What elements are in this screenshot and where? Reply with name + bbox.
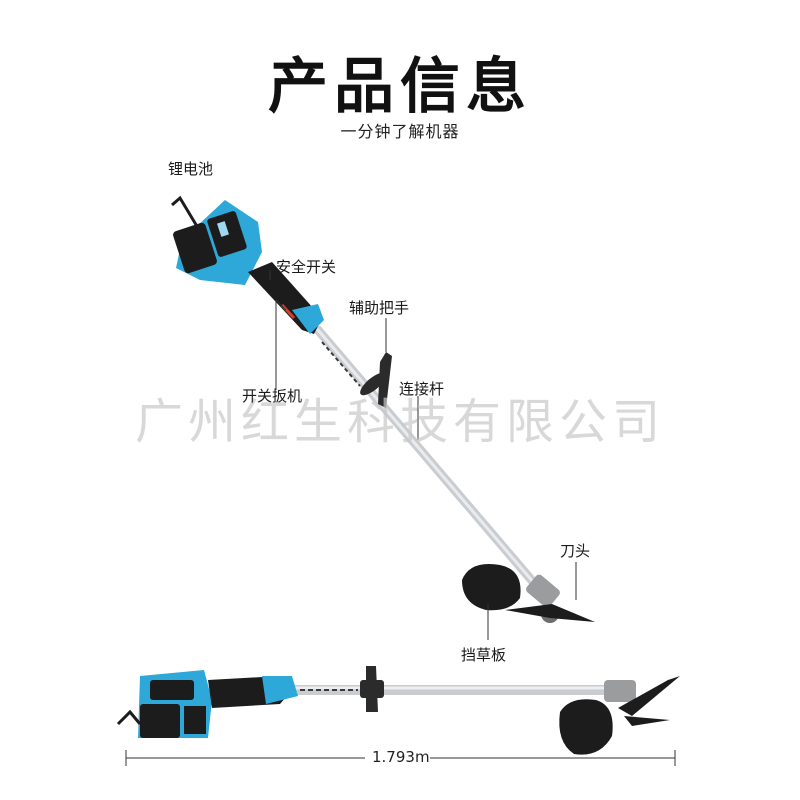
battery-pack-shape [171, 195, 262, 285]
label-cutter-head: 刀头 [560, 542, 591, 560]
company-watermark: 广州红生科技有限公司 [134, 394, 665, 450]
label-connecting-rod: 连接杆 [399, 380, 445, 398]
label-aux-handle: 辅助把手 [349, 299, 410, 317]
horizontal-battery-shape [116, 670, 212, 738]
page-subtitle: 一分钟了解机器 [340, 122, 460, 141]
horizontal-cutter-head-shape [559, 676, 680, 755]
label-trigger: 开关扳机 [242, 387, 303, 405]
page-title: 产品信息 [268, 52, 532, 122]
label-battery: 锂电池 [168, 160, 214, 178]
label-safety-switch: 安全开关 [276, 258, 337, 276]
handle-shape [248, 262, 324, 334]
label-grass-guard: 挡草板 [461, 646, 507, 664]
cutter-head-shape [462, 564, 595, 623]
horizontal-aux-handle-shape [360, 666, 384, 712]
horizontal-handle-shape [208, 676, 298, 708]
total-length-label: 1.793m [372, 748, 430, 766]
aux-handle-shape [360, 352, 392, 408]
